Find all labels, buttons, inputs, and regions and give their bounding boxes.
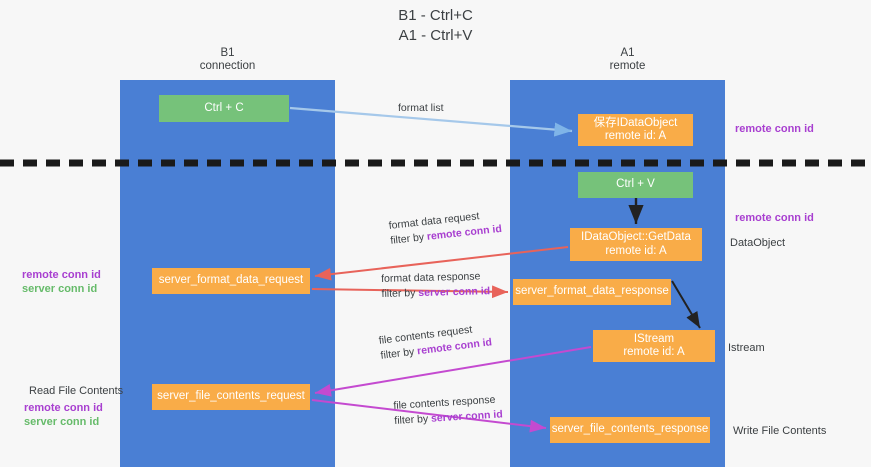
node-server-format-data-response[interactable]: server_format_data_response	[513, 279, 671, 305]
edge-label-format-list: format list	[398, 101, 444, 116]
side-label-left-remote-conn-id-2: remote conn id	[24, 402, 103, 414]
node-server-format-data-response-label: server_format_data_response	[515, 285, 669, 298]
node-istream[interactable]: IStream remote id: A	[593, 330, 715, 362]
side-label-remote-conn-id-top: remote conn id	[735, 123, 814, 135]
node-server-file-contents-request-label: server_file_contents_request	[157, 390, 305, 403]
column-header-a1-name: A1	[620, 47, 635, 59]
column-header-a1: A1 remote	[540, 47, 715, 73]
edge-format-data-request	[314, 246, 569, 281]
edge-label-format-list-line1: format list	[398, 102, 444, 114]
edge-format-data-response	[311, 285, 509, 299]
filter-key-server-conn-id: server conn id	[430, 408, 504, 425]
edge-label-format-data-response-filter: filter by server conn id	[381, 284, 490, 302]
node-idataobject-getdata[interactable]: IDataObject::GetData remote id: A	[570, 228, 702, 261]
node-istream-sub: remote id: A	[623, 346, 685, 358]
filter-key-server-conn-id: server conn id	[418, 285, 491, 300]
node-ctrl-c[interactable]: Ctrl + C	[159, 95, 289, 122]
node-istream-label: IStream	[633, 332, 675, 345]
edge-file-contents-request	[314, 346, 592, 397]
edge-file-contents-response	[311, 399, 547, 433]
column-header-b1-name: B1	[220, 47, 235, 59]
node-ctrl-v-label: Ctrl + V	[616, 178, 655, 191]
title-line-1: B1 - Ctrl+C	[398, 7, 473, 24]
filter-prefix: filter by	[381, 287, 419, 300]
side-label-left-server-conn-id-2: server conn id	[24, 416, 100, 428]
node-ctrl-c-label: Ctrl + C	[204, 101, 244, 114]
node-save-idataobject-label: 保存IDataObject	[593, 116, 678, 129]
node-server-format-data-request[interactable]: server_format_data_request	[152, 268, 310, 294]
column-header-b1: B1 connection	[140, 47, 315, 73]
title-line-2: A1 - Ctrl+V	[398, 27, 473, 44]
node-idataobject-getdata-sub: remote id: A	[605, 244, 667, 257]
filter-prefix: filter by	[379, 345, 418, 362]
side-label-remote-conn-id-mid: remote conn id	[735, 212, 814, 224]
diagram-title: B1 - Ctrl+C A1 - Ctrl+V	[0, 6, 871, 46]
side-label-dataobject: DataObject	[730, 237, 786, 249]
node-server-file-contents-request[interactable]: server_file_contents_request	[152, 384, 310, 410]
side-label-left-conn-ids-top: remote conn id server conn id	[22, 268, 101, 296]
filter-prefix: filter by	[393, 412, 432, 427]
node-server-file-contents-response-label: server_file_contents_response	[551, 423, 709, 436]
edge-response-istream	[671, 280, 701, 329]
side-label-left-remote-conn-id-1: remote conn id	[22, 269, 101, 281]
side-label-read-file-contents: Read File Contents	[29, 385, 124, 397]
node-save-idataobject[interactable]: 保存IDataObject remote id: A	[578, 114, 693, 146]
column-header-a1-sub: remote	[609, 60, 646, 72]
node-server-format-data-request-label: server_format_data_request	[158, 274, 304, 287]
side-label-left-server-conn-id-1: server conn id	[22, 283, 98, 295]
filter-prefix: filter by	[389, 230, 428, 247]
node-server-file-contents-response[interactable]: server_file_contents_response	[550, 417, 710, 443]
node-idataobject-getdata-label: IDataObject::GetData	[581, 231, 691, 243]
node-save-idataobject-sub: remote id: A	[604, 130, 667, 142]
side-label-left-conn-ids-bottom: remote conn id server conn id	[24, 401, 103, 429]
side-label-write-file-contents: Write File Contents	[733, 425, 827, 437]
column-header-b1-sub: connection	[199, 60, 256, 72]
side-label-istream: Istream	[728, 342, 765, 354]
edge-label-format-data-response: format data response filter by server co…	[381, 269, 490, 302]
node-ctrl-v[interactable]: Ctrl + V	[578, 172, 693, 198]
edge-format-list	[289, 106, 573, 137]
